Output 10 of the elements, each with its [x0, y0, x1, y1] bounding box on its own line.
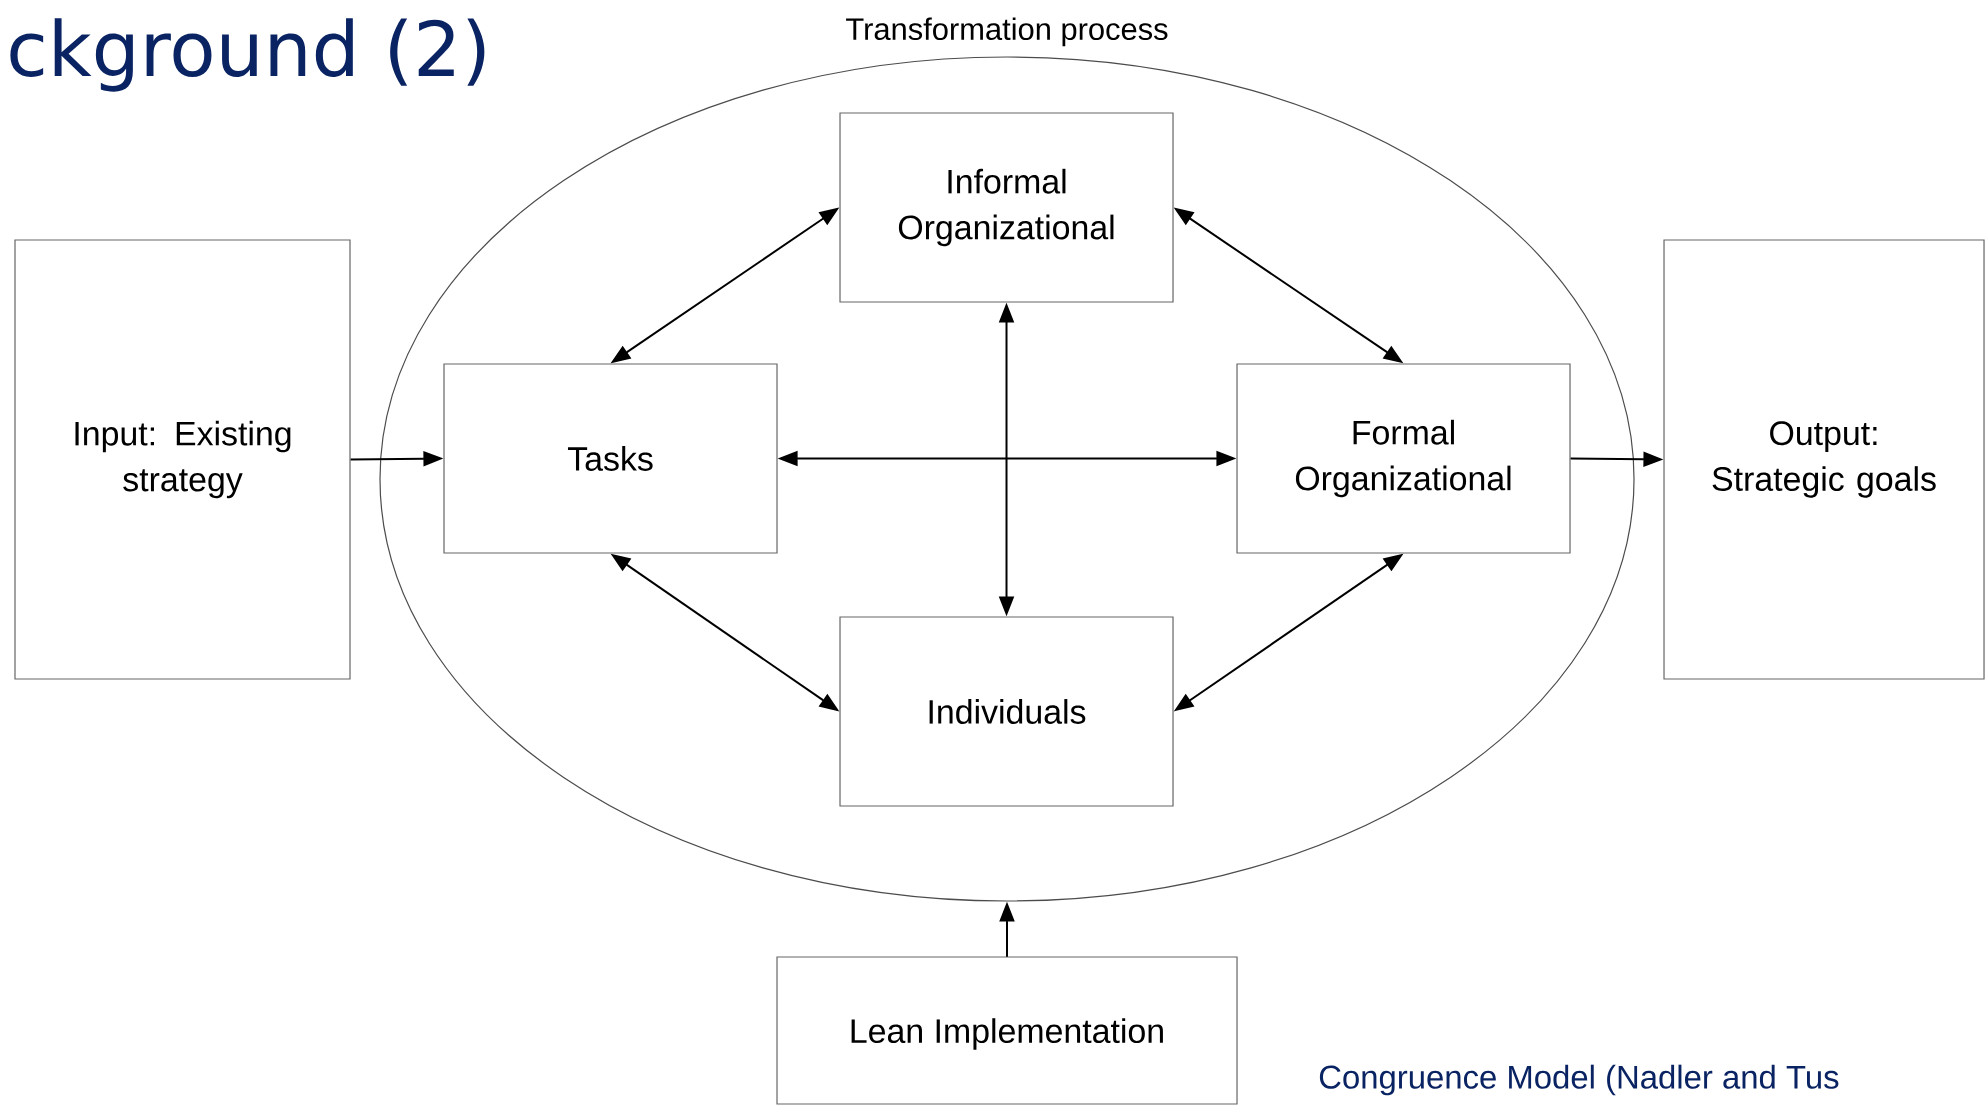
process-box: Tasks	[443, 363, 778, 554]
node-label: Transformation process	[846, 17, 1168, 47]
slide-title: ckground (2)	[10, 18, 485, 92]
process-box: Informal Organizational	[839, 112, 1174, 303]
process-box: Individuals	[839, 616, 1174, 807]
caption: Congruence Model (Nadler and Tus	[1319, 1064, 1839, 1096]
process-box: Lean Implementation	[776, 956, 1238, 1105]
process-box: Formal Organizational	[1236, 363, 1571, 554]
process-box: Output: Strategic goals	[1663, 239, 1985, 680]
process-box: Input: Existing strategy	[14, 239, 351, 680]
